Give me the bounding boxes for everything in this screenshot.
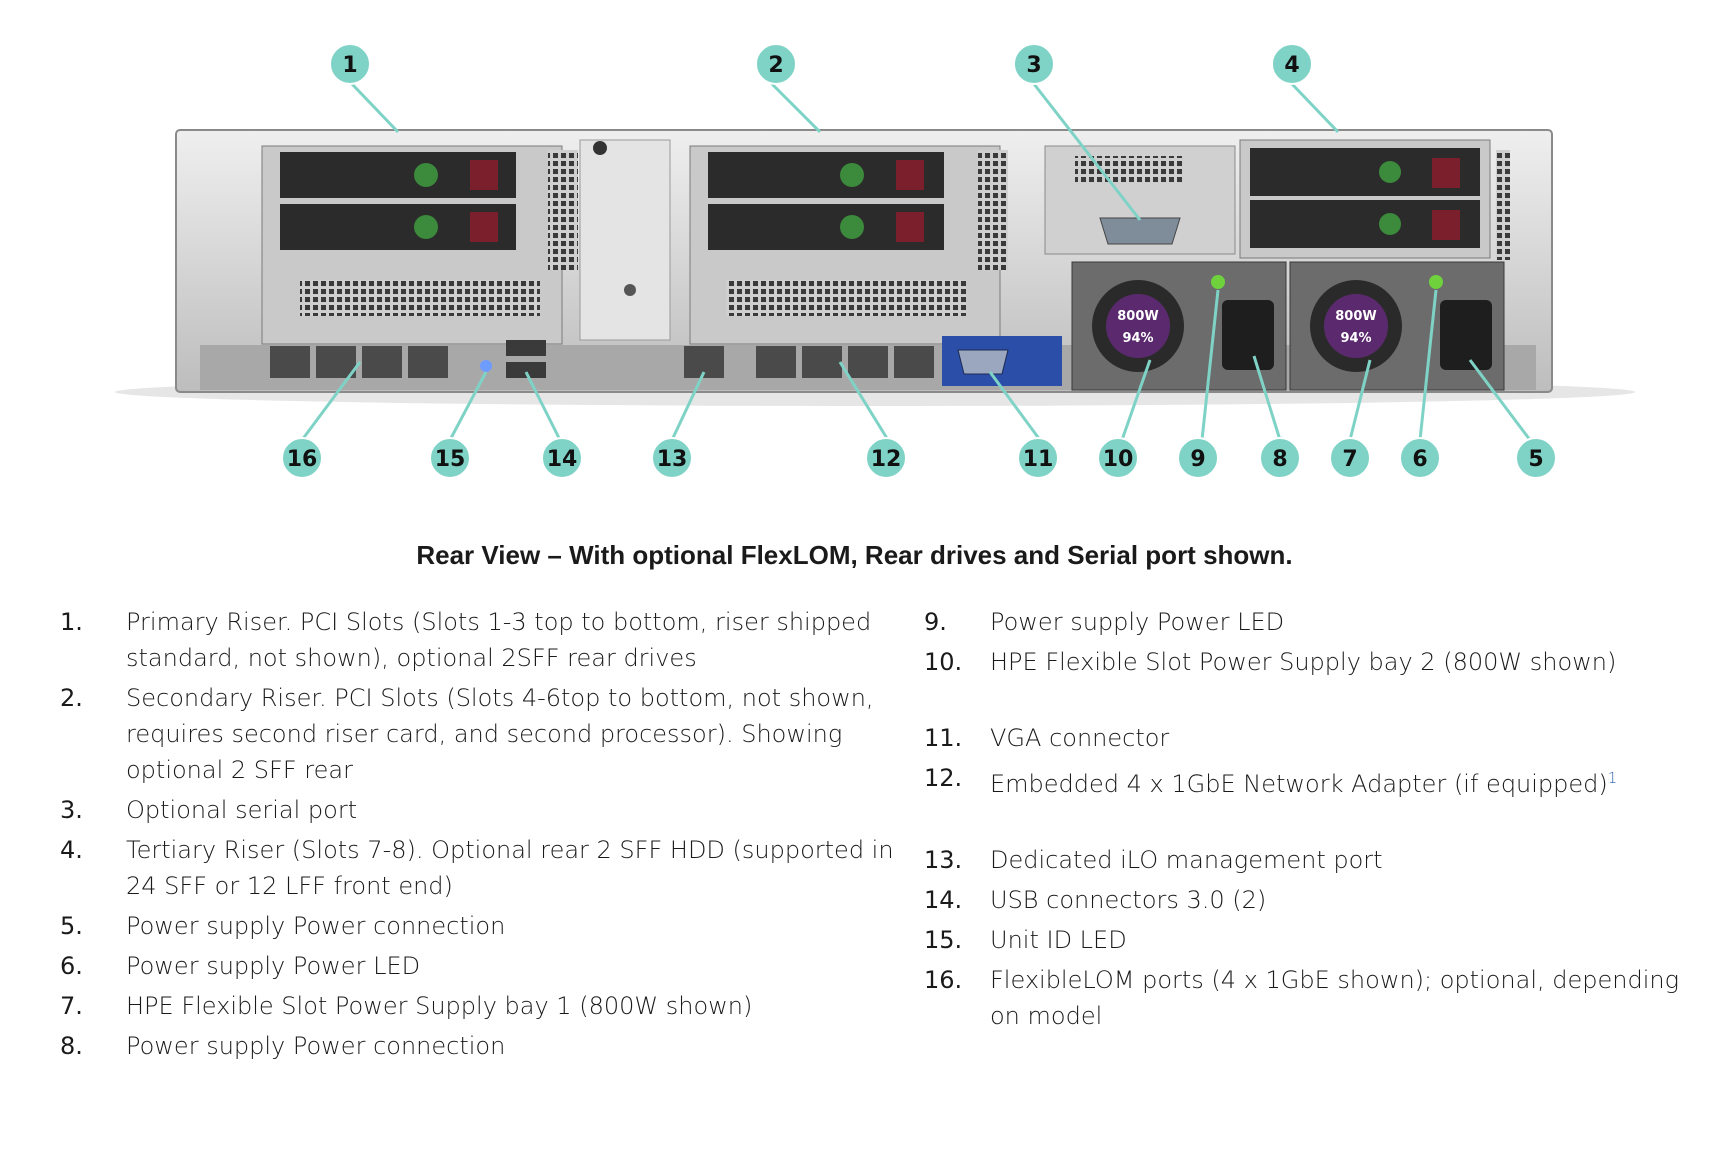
- callout-12-label: 12: [871, 447, 902, 472]
- psu-2-watts: 800W: [1117, 309, 1158, 324]
- callout-15: 15: [429, 437, 471, 479]
- callout-2: 2: [755, 43, 797, 85]
- callout-5-label: 5: [1528, 447, 1543, 472]
- legend-item-11: 11.VGA connector: [924, 724, 1170, 752]
- psu-2-led: [1211, 275, 1225, 289]
- psu-2-power-connection: [1222, 300, 1274, 370]
- serial-port: [1099, 217, 1181, 245]
- legend-item-3: 3.Optional serial port: [60, 796, 358, 824]
- psu-1-led: [1429, 275, 1443, 289]
- footnote-marker[interactable]: 1: [1607, 769, 1618, 787]
- primary-riser: [261, 145, 578, 345]
- callout-11-label: 11: [1023, 447, 1054, 472]
- secondary-riser: [689, 145, 1008, 345]
- legend-item-15: 15.Unit ID LED: [924, 926, 1127, 954]
- legend-item-1: 1.Primary Riser. PCI Slots (Slots 1-3 to…: [60, 608, 872, 672]
- legend-item-10: 10.HPE Flexible Slot Power Supply bay 2 …: [924, 648, 1617, 676]
- callout-3-label: 3: [1026, 53, 1041, 78]
- legend-item-6: 6.Power supply Power LED: [60, 952, 421, 980]
- legend-item-13: 13.Dedicated iLO management port: [924, 846, 1383, 874]
- legend-item-12-text: Embedded 4 x 1GbE Network Adapter (if eq…: [990, 770, 1608, 798]
- legend-item-12: 12.Embedded 4 x 1GbE Network Adapter (if…: [924, 764, 1618, 798]
- callout-14-label: 14: [547, 447, 578, 472]
- callout-8-label: 8: [1272, 447, 1287, 472]
- power-supply-bay-1: 800W 94%: [1289, 261, 1505, 391]
- callout-10-label: 10: [1103, 447, 1134, 472]
- callout-6-label: 6: [1412, 447, 1427, 472]
- leader-lines: [300, 82, 1532, 441]
- tertiary-riser: [1239, 139, 1510, 260]
- psu-1-efficiency: 94%: [1340, 331, 1371, 346]
- callout-9-label: 9: [1190, 447, 1205, 472]
- callout-4-label: 4: [1284, 53, 1299, 78]
- callout-8: 8: [1259, 437, 1301, 479]
- figure-caption: Rear View – With optional FlexLOM, Rear …: [416, 540, 1293, 570]
- callout-9: 9: [1177, 437, 1219, 479]
- callout-6: 6: [1399, 437, 1441, 479]
- callout-3: 3: [1013, 43, 1055, 85]
- legend-left-column: 1.Primary Riser. PCI Slots (Slots 1-3 to…: [60, 604, 900, 1068]
- legend-item-9: 9.Power supply Power LED: [924, 608, 1285, 636]
- legend-right-column: 9.Power supply Power LED 10.HPE Flexible…: [924, 604, 1684, 1038]
- psu-1-watts: 800W: [1335, 309, 1376, 324]
- callout-4: 4: [1271, 43, 1313, 85]
- server-rear-view-diagram: 800W 94% 800W 94%: [115, 43, 1635, 479]
- callout-7-label: 7: [1342, 447, 1357, 472]
- callout-12: 12: [865, 437, 907, 479]
- usb-connectors: [506, 340, 546, 378]
- unit-id-led: [480, 360, 492, 372]
- psu-2-badge: [1106, 294, 1170, 358]
- callout-1: 1: [329, 43, 371, 85]
- callout-7: 7: [1329, 437, 1371, 479]
- callout-10: 10: [1097, 437, 1139, 479]
- callout-16-label: 16: [287, 447, 318, 472]
- callout-2-label: 2: [768, 53, 783, 78]
- legend-item-14: 14.USB connectors 3.0 (2): [924, 886, 1267, 914]
- legend-item-2: 2.Secondary Riser. PCI Slots (Slots 4-6t…: [60, 684, 874, 784]
- callout-15-label: 15: [435, 447, 466, 472]
- psu-2-efficiency: 94%: [1122, 331, 1153, 346]
- callout-13: 13: [651, 437, 693, 479]
- flexlom-ports: [270, 346, 448, 378]
- legend-item-16: 16.FlexibleLOM ports (4 x 1GbE shown); o…: [924, 966, 1679, 1030]
- psu-1-power-connection: [1440, 300, 1492, 370]
- psu-1-badge: [1324, 294, 1388, 358]
- legend-item-5: 5.Power supply Power connection: [60, 912, 506, 940]
- callout-14: 14: [541, 437, 583, 479]
- callout-1-label: 1: [342, 53, 357, 78]
- server-chassis: 800W 94% 800W 94%: [175, 129, 1553, 393]
- callout-16: 16: [281, 437, 323, 479]
- callout-11: 11: [1017, 437, 1059, 479]
- vga-connector: [957, 349, 1009, 375]
- embedded-network-ports: [756, 346, 934, 378]
- callout-5: 5: [1515, 437, 1557, 479]
- legend-item-7: 7.HPE Flexible Slot Power Supply bay 1 (…: [60, 992, 753, 1020]
- legend-item-4: 4.Tertiary Riser (Slots 7-8). Optional r…: [60, 836, 894, 900]
- power-supply-bay-2: 800W 94%: [1071, 261, 1287, 391]
- legend-item-8: 8.Power supply Power connection: [60, 1032, 506, 1060]
- callout-13-label: 13: [657, 447, 688, 472]
